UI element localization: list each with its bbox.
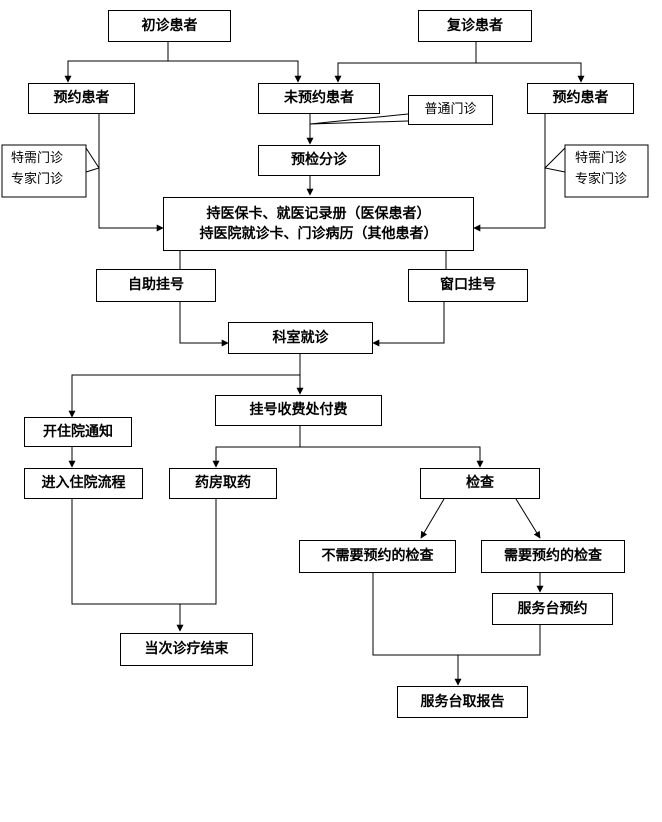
return-visit-label: 复诊患者: [447, 17, 503, 34]
service-desk-appointment-box: 服务台预约: [492, 593, 613, 625]
visit-end-box: 当次诊疗结束: [120, 633, 253, 666]
report-pickup-label: 服务台取报告: [420, 693, 505, 710]
connector-admission-pharmacy-to-end: [71, 499, 217, 605]
appointment-left-box: 预约患者: [28, 83, 135, 114]
triage-label: 预检分诊: [291, 152, 347, 169]
appointment-left-label: 预约患者: [53, 90, 110, 107]
self-register-box: 自助挂号: [96, 269, 216, 302]
visit-end-label: 当次诊疗结束: [144, 641, 229, 658]
examination-label: 检查: [466, 475, 494, 492]
pharmacy-label: 药房取药: [195, 475, 251, 492]
special-clinic-right-note: 特需门诊 专家门诊: [568, 149, 634, 191]
appointment-right-label: 预约患者: [552, 90, 609, 107]
general-clinic-note: 普通门诊: [408, 95, 493, 125]
connector-exams-to-report: [372, 573, 541, 656]
callout-pointer-special-right: [543, 147, 566, 173]
no-appointment-exam-label: 不需要预约的检查: [321, 548, 434, 565]
admission-process-box: 进入住院流程: [24, 468, 143, 499]
connector-first-visit-split: [64, 42, 169, 83]
pharmacy-box: 药房取药: [169, 468, 277, 499]
connector-window-register-to-department: [372, 302, 445, 347]
admission-notice-box: 开住院通知: [24, 417, 132, 447]
payment-label: 挂号收费处付费: [249, 402, 348, 419]
connector-self-register-to-department: [179, 302, 229, 347]
special-clinic-left-line1: 特需门诊: [10, 151, 63, 166]
admission-notice-label: 开住院通知: [43, 423, 113, 440]
callout-pointer-special-left: [85, 147, 100, 173]
documents-box: 持医保卡、就医记录册（医保患者） 持医院就诊卡、门诊病历（其他患者）: [163, 197, 474, 251]
no-appointment-exam-box: 不需要预约的检查: [299, 540, 456, 573]
connector-return-visit-to-appointment: [476, 62, 585, 83]
connector-return-visit-split: [334, 42, 477, 83]
special-clinic-left-line2: 专家门诊: [10, 171, 63, 187]
first-visit-label: 初诊患者: [141, 17, 198, 34]
triage-box: 预检分诊: [258, 145, 380, 176]
special-clinic-left-note: 特需门诊 专家门诊: [4, 149, 70, 191]
connector-payment-split: [212, 426, 301, 468]
appointment-exam-label: 需要预约的检查: [504, 548, 602, 565]
examination-box: 检查: [420, 468, 540, 499]
general-clinic-label: 普通门诊: [424, 101, 477, 117]
department-visit-label: 科室就诊: [272, 329, 329, 346]
department-visit-box: 科室就诊: [228, 322, 373, 354]
admission-process-label: 进入住院流程: [41, 475, 126, 492]
appointment-right-box: 预约患者: [527, 83, 634, 114]
connector-payment-to-exam: [300, 446, 484, 468]
window-register-box: 窗口挂号: [408, 269, 528, 302]
special-clinic-right-line2: 专家门诊: [574, 171, 627, 187]
window-register-label: 窗口挂号: [440, 277, 496, 294]
report-pickup-box: 服务台取报告: [397, 686, 528, 718]
payment-box: 挂号收费处付费: [215, 395, 382, 426]
connector-first-visit-to-no-appointment: [168, 60, 302, 83]
appointment-exam-box: 需要预约的检查: [481, 540, 625, 573]
connector-appointment-right-to-documents: [473, 114, 546, 232]
documents-line2: 持医院就诊卡、门诊病历（其他患者）: [199, 226, 438, 242]
no-appointment-label: 未预约患者: [284, 90, 354, 107]
connector-department-split: [68, 354, 301, 418]
return-visit-box: 复诊患者: [418, 10, 532, 42]
special-clinic-right-line1: 特需门诊: [574, 151, 627, 166]
documents-line1: 持医保卡、就医记录册（医保患者）: [206, 205, 431, 222]
connector-exam-to-no-appointment-exam: [420, 498, 445, 539]
callout-pointer-general: [309, 113, 409, 125]
connector-appointment-left-to-documents: [98, 114, 164, 232]
no-appointment-box: 未预约患者: [258, 83, 380, 114]
self-register-label: 自助挂号: [128, 277, 184, 294]
service-desk-appointment-label: 服务台预约: [517, 600, 588, 617]
connector-exam-to-appointment-exam: [515, 498, 541, 539]
first-visit-box: 初诊患者: [108, 10, 231, 42]
